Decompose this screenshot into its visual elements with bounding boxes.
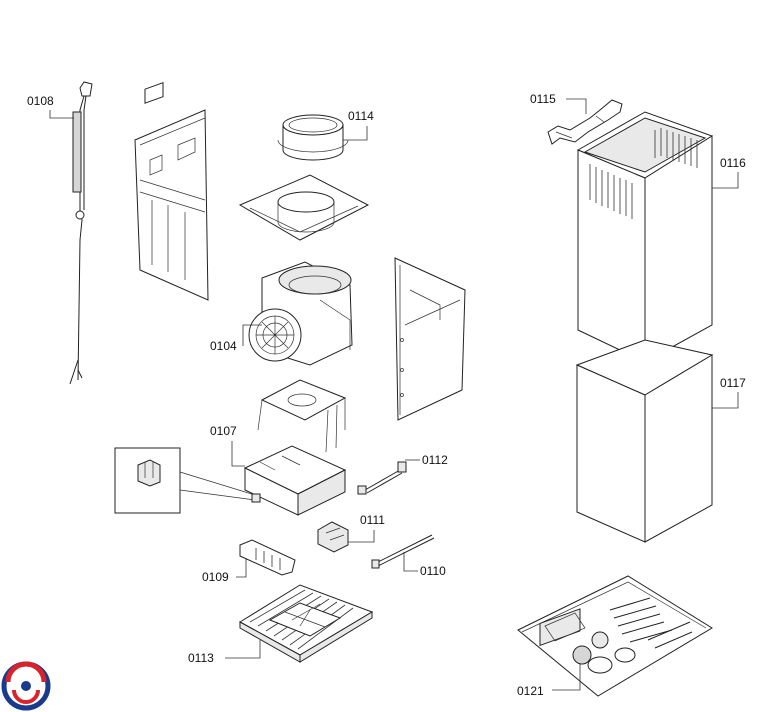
label-0116-text: 0116 [720,156,746,170]
air-outlet-spigot[interactable] [277,114,349,161]
label-0113: 0113 [188,640,261,665]
blower-motor[interactable] [248,261,353,366]
clip-part[interactable] [251,493,261,503]
label-0115: 0115 [530,92,587,114]
label-0115-text: 0115 [530,92,556,106]
label-0111-text: 0111 [360,513,385,527]
left-housing-panel[interactable] [134,81,209,301]
label-0108: 0108 [27,94,74,119]
motor-bracket[interactable] [257,379,347,453]
cable-0110[interactable] [371,534,435,569]
control-box[interactable] [243,445,347,516]
label-0109-text: 0109 [202,570,229,584]
lower-chimney[interactable] [575,339,714,543]
label-0112-text: 0112 [422,453,448,467]
label-0121-text: 0121 [517,684,544,698]
label-0114-text: 0114 [348,109,374,123]
label-0114: 0114 [343,109,374,141]
power-cord-part[interactable] [69,81,93,385]
label-0104: 0104 [210,324,262,353]
brand-logo [1,661,51,711]
label-0111: 0111 [348,513,385,543]
label-0107-text: 0107 [210,424,237,438]
label-0109: 0109 [202,558,247,584]
light-cover[interactable] [239,539,296,576]
upper-chimney[interactable] [576,111,714,363]
label-0117: 0117 [712,376,746,409]
label-0113-text: 0113 [188,651,214,665]
mounting-plate[interactable] [238,174,370,241]
label-0104-text: 0104 [210,339,237,353]
clip-detail-inset [114,447,261,514]
grease-filter[interactable] [239,584,374,663]
label-0110-text: 0110 [420,564,446,578]
label-0110: 0110 [403,552,446,578]
label-0112: 0112 [405,453,448,467]
accessories-bag[interactable] [517,575,713,697]
label-0108-text: 0108 [27,94,54,108]
chimney-bracket[interactable] [547,99,623,145]
label-0107: 0107 [210,424,245,467]
label-0116: 0116 [712,156,746,189]
light-holder[interactable] [317,521,349,553]
wiring-cable[interactable] [357,461,407,495]
label-0121: 0121 [517,664,581,698]
right-housing-panel[interactable] [394,257,466,421]
label-0117-text: 0117 [720,376,746,390]
